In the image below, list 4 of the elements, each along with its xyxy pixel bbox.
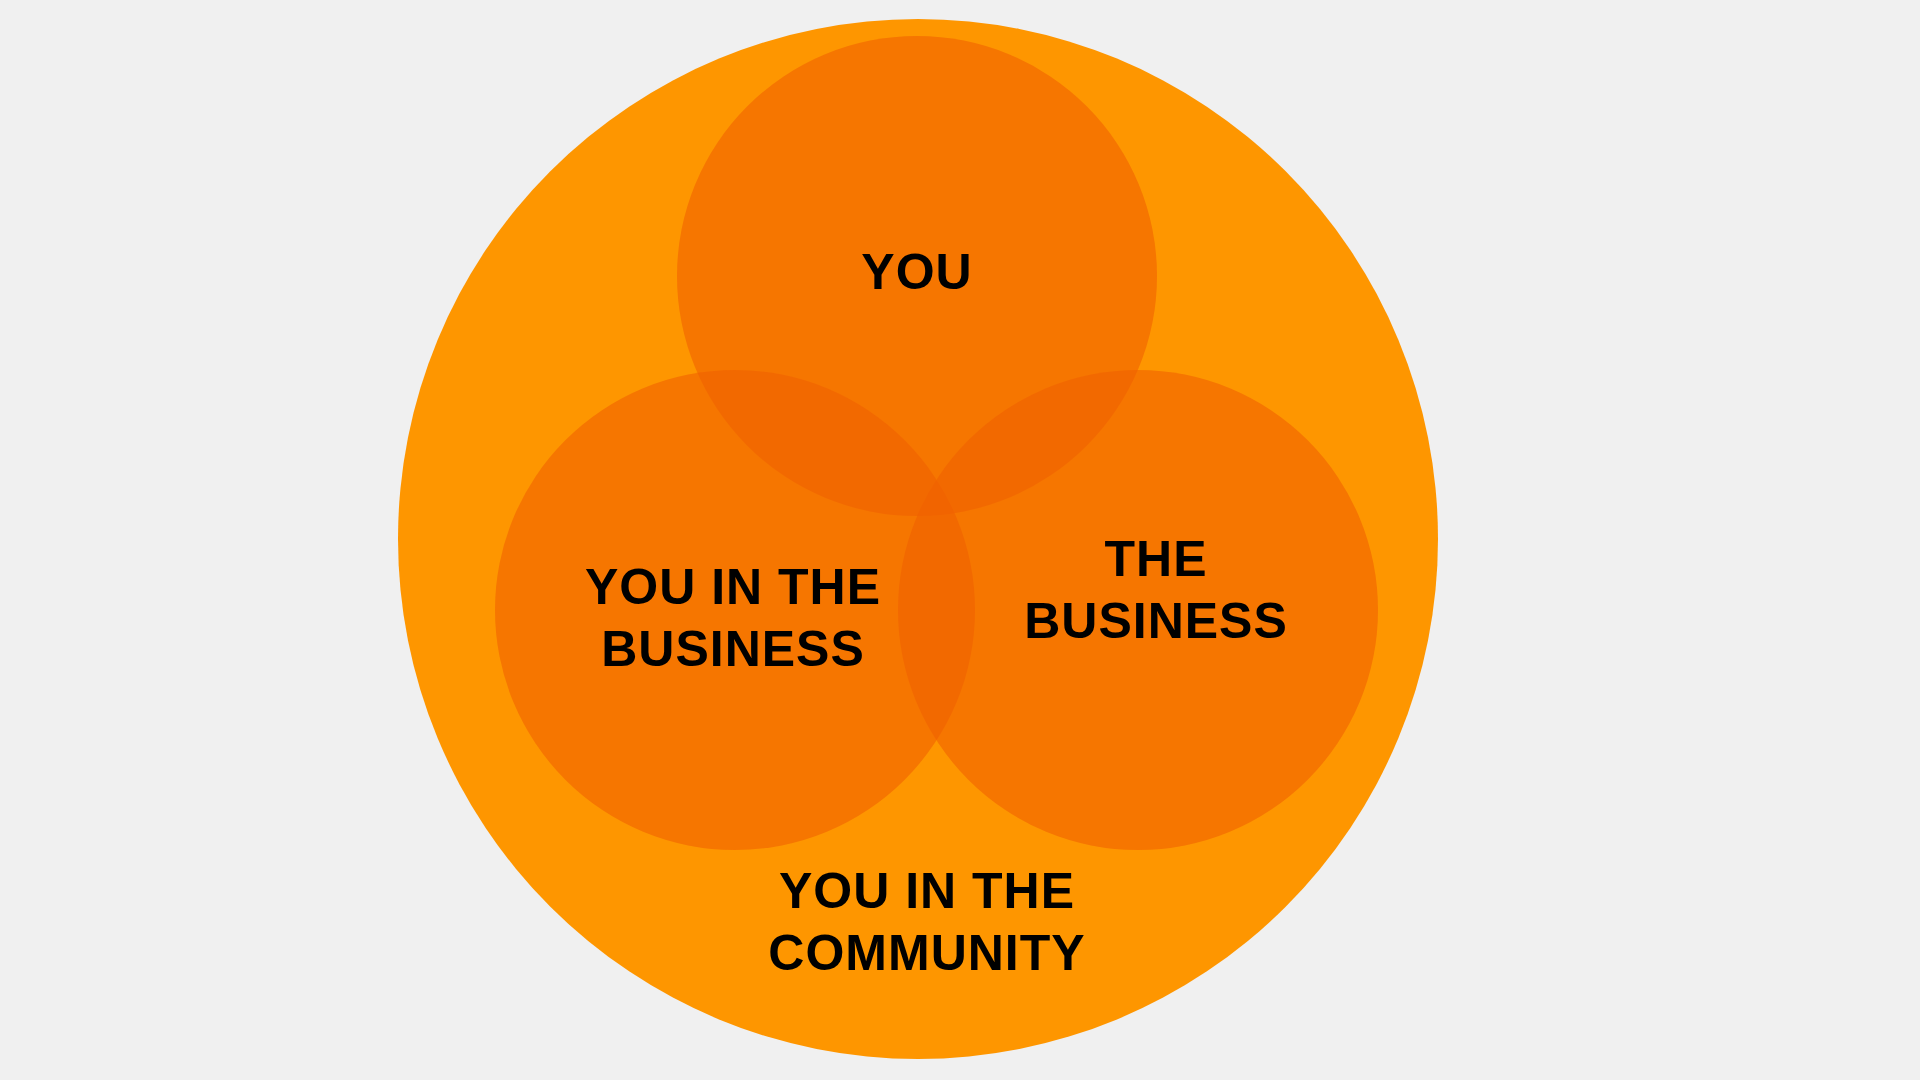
circle-label: YOU <box>860 243 974 302</box>
circle-label: YOU IN THE BUSINESS <box>583 558 883 679</box>
circle-label: THE BUSINESS <box>1023 530 1289 651</box>
circle-label: YOU IN THE COMMUNITY <box>767 862 1087 983</box>
